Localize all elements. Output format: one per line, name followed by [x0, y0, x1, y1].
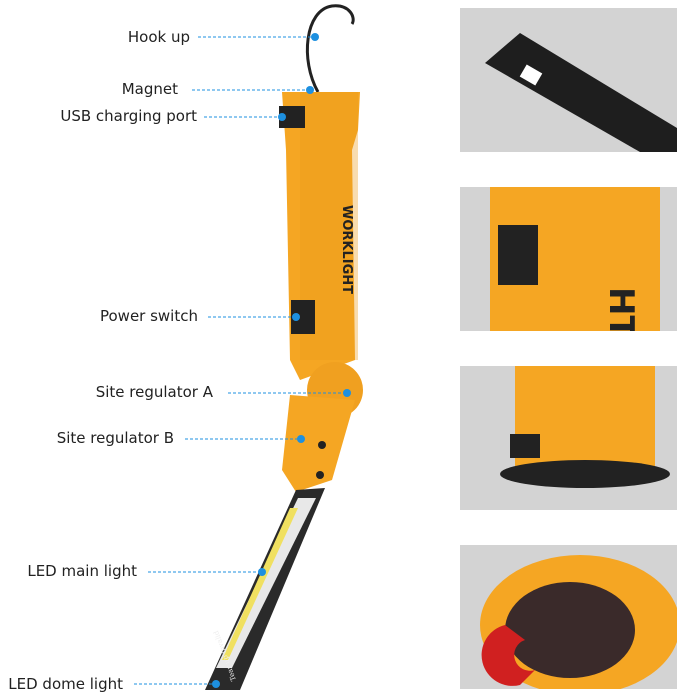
- usb-port-closeup: [460, 366, 677, 510]
- svg-text:HT: HT: [601, 287, 641, 331]
- led-main-light: [222, 508, 298, 660]
- hook: [305, 4, 355, 93]
- brand-text: WORKLIGHT: [339, 205, 354, 294]
- label-magnet: Magnet: [121, 80, 178, 98]
- label-regulator-a: Site regulator A: [95, 383, 213, 401]
- callout-dots: [212, 33, 351, 688]
- label-dome-light: LED dome light: [8, 675, 123, 693]
- label-usb: USB charging port: [60, 107, 197, 125]
- dome-light-closeup: [460, 8, 677, 152]
- magnet-base-closeup: [460, 545, 677, 689]
- label-regulator-b: Site regulator B: [56, 429, 174, 447]
- label-power: Power switch: [99, 307, 198, 325]
- label-hook: Hook up: [127, 28, 190, 46]
- usb-port: [279, 106, 305, 128]
- callout-lines: [134, 36, 347, 685]
- power-switch-closeup: HT: [460, 187, 677, 331]
- label-main-light: LED main light: [27, 562, 137, 580]
